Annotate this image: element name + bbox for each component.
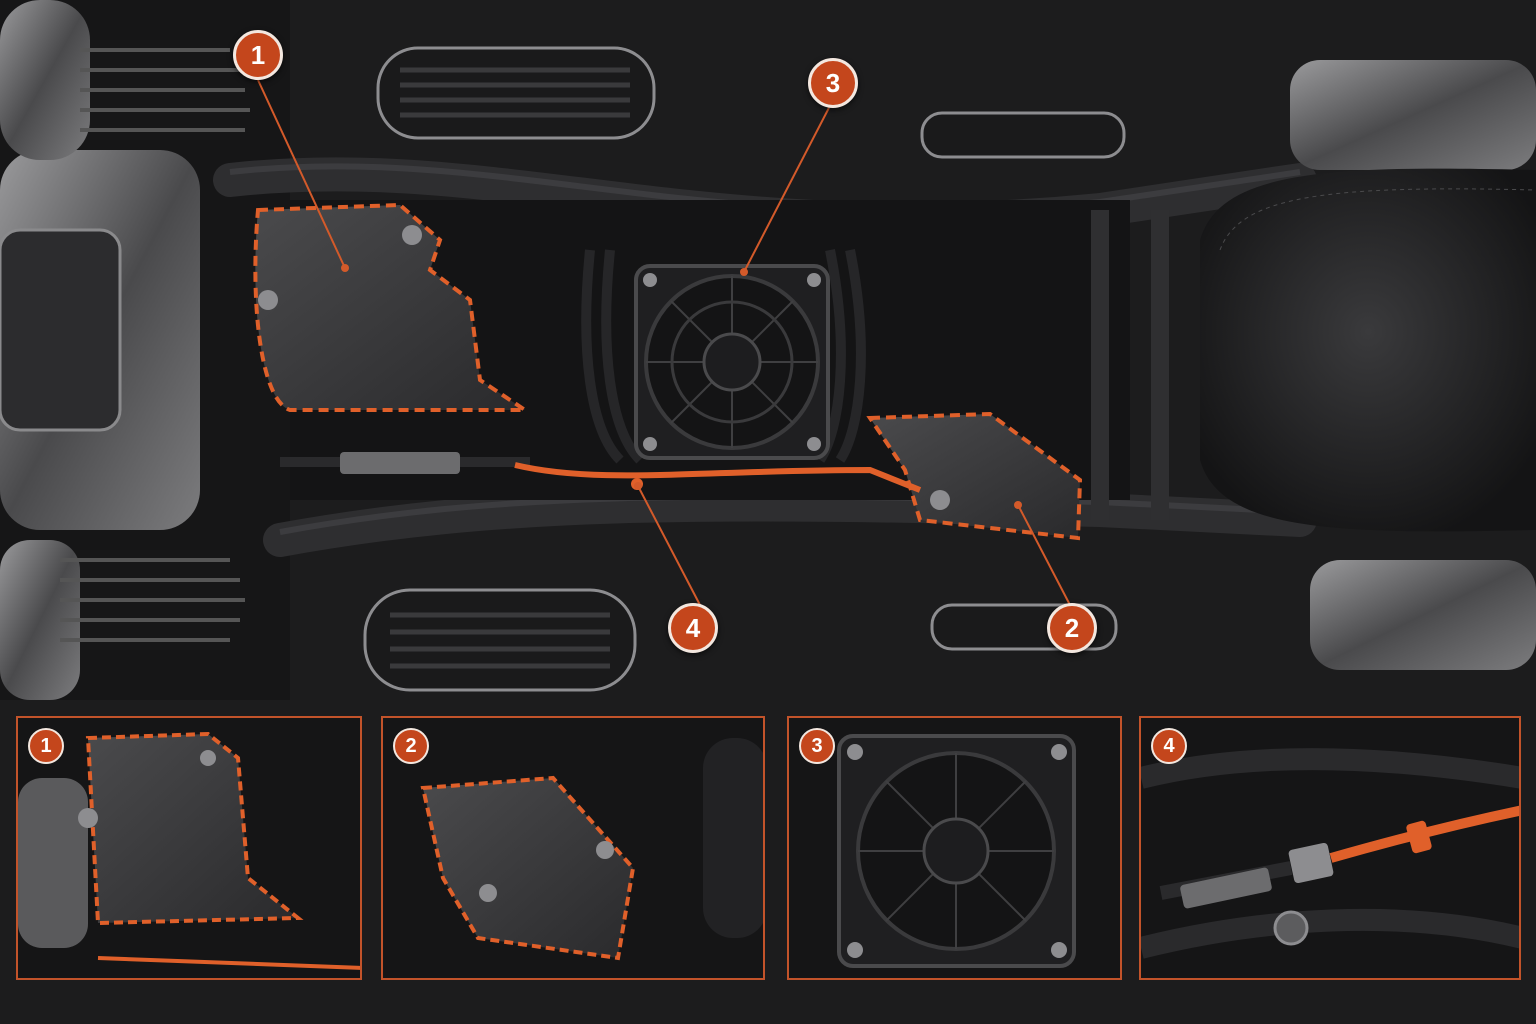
inset-4[interactable]: 4: [1139, 716, 1521, 980]
callout-3[interactable]: 3: [808, 58, 858, 108]
inset-4-illustration: [1141, 718, 1519, 978]
cable-line: [280, 452, 922, 493]
inset-2[interactable]: 2: [381, 716, 765, 980]
inset-2-illustration: [383, 718, 763, 978]
inset-3[interactable]: 3: [787, 716, 1122, 980]
engine-block: [0, 0, 290, 700]
rear-bracket: [1091, 210, 1169, 520]
inset-1[interactable]: 1: [16, 716, 362, 980]
seat: [1200, 60, 1536, 670]
callout-4[interactable]: 4: [668, 603, 718, 653]
cover-panel-2: [866, 411, 1083, 541]
inset-badge-2: 2: [393, 728, 429, 764]
callout-2[interactable]: 2: [1047, 603, 1097, 653]
cooling-fan: [634, 264, 830, 460]
cover-panel-1: [253, 202, 532, 412]
inset-badge-4: 4: [1151, 728, 1187, 764]
leader-lines: [257, 79, 1071, 606]
inset-badge-1: 1: [28, 728, 64, 764]
inset-3-illustration: [789, 718, 1120, 978]
inset-1-illustration: [18, 718, 360, 978]
motorcycle-underside-view: 1 2 3 4: [0, 0, 1536, 700]
callout-1[interactable]: 1: [233, 30, 283, 80]
inset-badge-3: 3: [799, 728, 835, 764]
illustration: [0, 0, 1536, 700]
